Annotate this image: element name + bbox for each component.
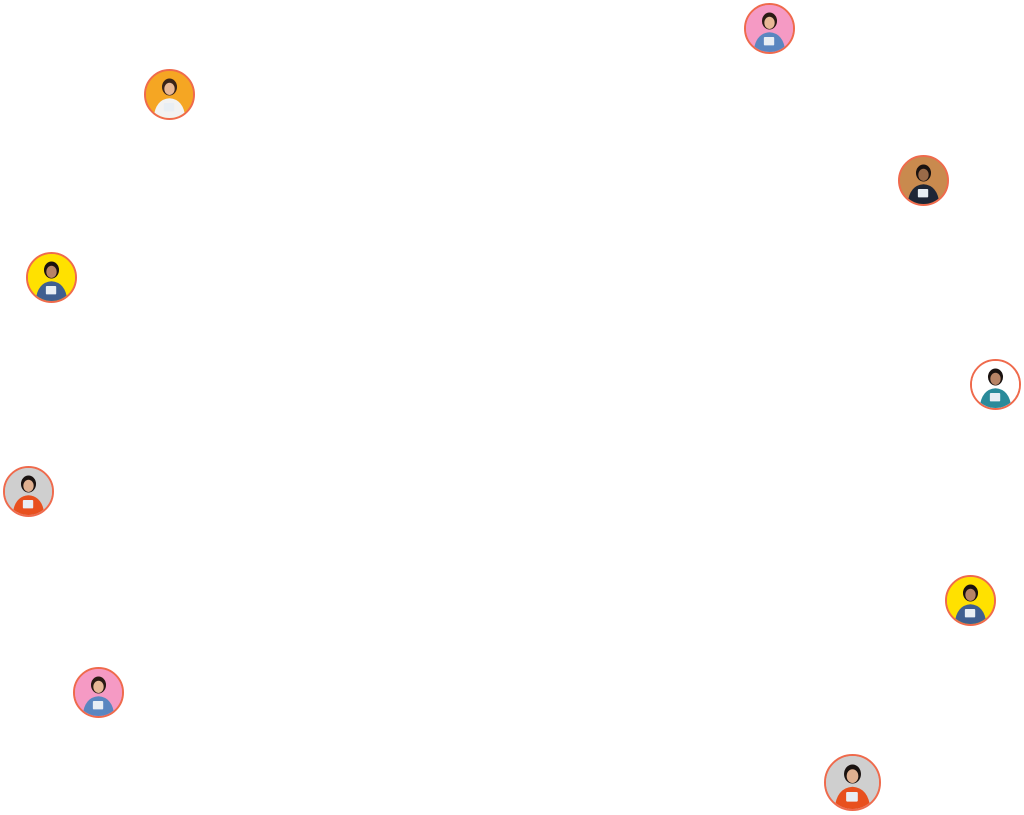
avatar [73,667,124,718]
avatar [3,466,54,517]
person-photo [146,71,193,118]
person-photo [28,254,75,301]
person-photo [900,157,947,204]
avatar [26,252,77,303]
person-photo [947,577,994,624]
person-photo [972,361,1019,408]
person-photo [5,468,52,515]
avatar [824,754,881,811]
avatar [970,359,1021,410]
person-photo [746,5,793,52]
person-photo [75,669,122,716]
avatar [744,3,795,54]
avatar [945,575,996,626]
person-photo [826,756,879,809]
avatar [144,69,195,120]
avatar [898,155,949,206]
